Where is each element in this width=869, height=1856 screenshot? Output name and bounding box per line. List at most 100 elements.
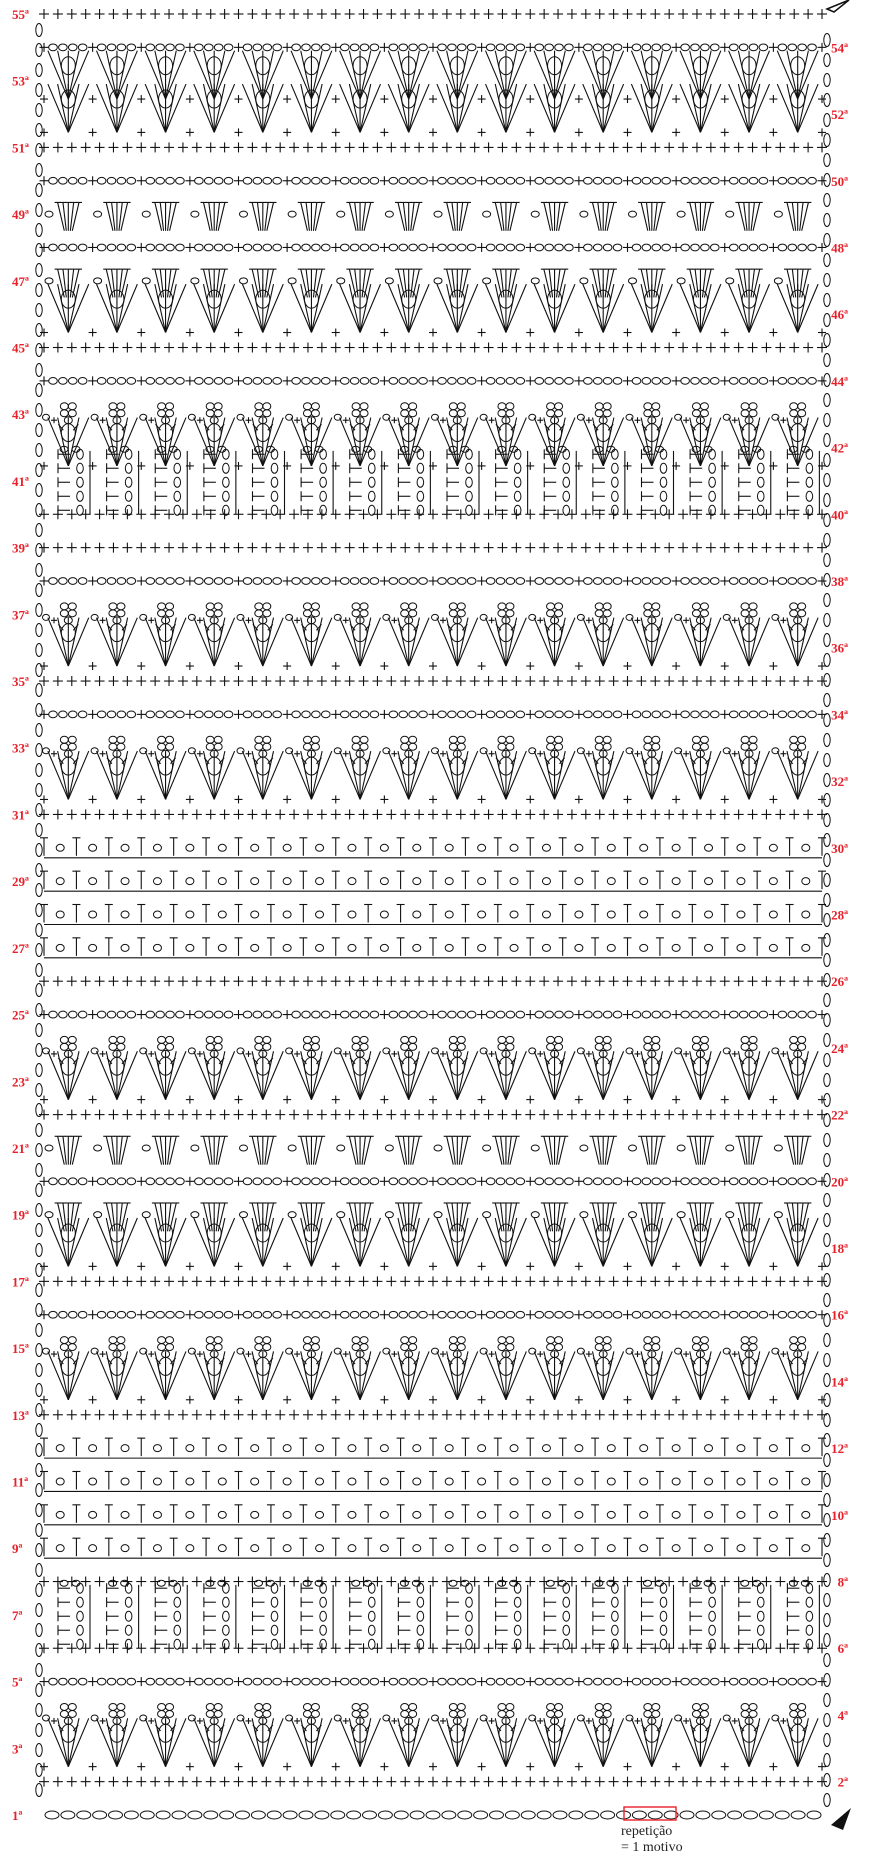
row-7 [58, 1580, 819, 1649]
row-23 [40, 1051, 826, 1103]
row-label: 16ª [831, 1308, 848, 1323]
row-39 [39, 543, 827, 553]
start-arrow-icon [831, 1808, 851, 1830]
row-11 [40, 1471, 826, 1491]
row-label: 33ª [12, 741, 29, 756]
row-41 [58, 446, 819, 515]
row-label: 34ª [831, 707, 848, 722]
row-label: 55ª [12, 7, 29, 22]
row-label: 28ª [831, 908, 848, 923]
row-51 [39, 142, 827, 152]
row-29 [40, 871, 826, 891]
row-label: 36ª [831, 641, 848, 656]
row-32 [40, 751, 826, 803]
row-label: 9ª [12, 1541, 23, 1556]
row-label: 45ª [12, 341, 29, 356]
row-label: 14ª [831, 1374, 848, 1389]
row-label: 18ª [831, 1241, 848, 1256]
row-49 [45, 202, 811, 230]
repeat-note-line2: = 1 motivo [621, 1840, 683, 1855]
row-label: 32ª [831, 774, 848, 789]
row-label: 46ª [831, 307, 848, 322]
row-label: 51ª [12, 140, 29, 155]
row-labels: 55ª54ª53ª52ª51ª50ª49ª48ª47ª46ª45ª44ª43ª4… [12, 7, 848, 1823]
row-label: 8ª [838, 1575, 849, 1590]
row-53 [40, 51, 826, 103]
row-26 [39, 976, 827, 986]
row-label: 38ª [831, 574, 848, 589]
row-22 [39, 1110, 827, 1120]
row-55 [39, 9, 827, 19]
row-label: 15ª [12, 1341, 29, 1356]
row-48 [40, 243, 827, 252]
row-label: 47ª [12, 274, 29, 289]
row-label: 11ª [12, 1474, 28, 1489]
row-28 [40, 905, 826, 925]
row-13 [39, 1410, 827, 1420]
row-label: 2ª [838, 1775, 849, 1790]
end-arrow-icon [827, 0, 849, 12]
row-30 [40, 838, 826, 858]
row-10 [40, 1505, 826, 1525]
row-3 [40, 1718, 826, 1770]
row-45 [39, 343, 827, 353]
row-52 [40, 84, 826, 136]
row-5 [40, 1677, 827, 1686]
row-label: 26ª [831, 974, 848, 989]
row-18 [40, 1218, 826, 1270]
row-label: 53ª [12, 74, 29, 89]
row-27 [40, 938, 826, 958]
row-31 [39, 809, 827, 819]
row-label: 1ª [12, 1808, 23, 1823]
row-54 [40, 43, 827, 52]
row-36 [40, 618, 826, 670]
row-label: 17ª [12, 1274, 29, 1289]
row-label: 52ª [831, 107, 848, 122]
row-label: 12ª [831, 1441, 848, 1456]
row-label: 20ª [831, 1174, 848, 1189]
row-label: 23ª [12, 1074, 29, 1089]
row-label: 19ª [12, 1208, 29, 1223]
repeat-note-line1: repetição [621, 1824, 672, 1839]
row-label: 43ª [12, 407, 29, 422]
row-42 [40, 418, 826, 470]
row-label: 25ª [12, 1008, 29, 1023]
row-label: 5ª [12, 1675, 23, 1690]
row-21 [45, 1136, 811, 1164]
row-50 [40, 176, 827, 185]
row-label: 44ª [831, 374, 848, 389]
row-label: 7ª [12, 1608, 23, 1623]
row-label: 42ª [831, 441, 848, 456]
row-label: 21ª [12, 1141, 29, 1156]
row-label: 29ª [12, 874, 29, 889]
row-44 [40, 376, 827, 385]
row-label: 3ª [12, 1741, 23, 1756]
row-12 [40, 1438, 826, 1458]
row-label: 54ª [831, 40, 848, 55]
row-17 [39, 1276, 827, 1286]
row-label: 50ª [831, 174, 848, 189]
row-9 [40, 1538, 826, 1558]
row-46 [40, 284, 826, 336]
row-16 [40, 1310, 827, 1319]
stitch-rows [36, 9, 830, 1819]
row-34 [40, 710, 827, 719]
row-1 [45, 1811, 821, 1819]
row-label: 22ª [831, 1108, 848, 1123]
row-label: 35ª [12, 674, 29, 689]
row-label: 13ª [12, 1408, 29, 1423]
row-25 [40, 1010, 827, 1019]
row-label: 4ª [838, 1708, 849, 1723]
row-label: 39ª [12, 541, 29, 556]
row-14 [40, 1351, 826, 1403]
row-label: 10ª [831, 1508, 848, 1523]
row-2 [39, 1777, 827, 1787]
row-label: 49ª [12, 207, 29, 222]
row-35 [39, 676, 827, 686]
row-label: 41ª [12, 474, 29, 489]
row-label: 24ª [831, 1041, 848, 1056]
row-label: 31ª [12, 807, 29, 822]
row-38 [40, 576, 827, 585]
row-20 [40, 1177, 827, 1186]
